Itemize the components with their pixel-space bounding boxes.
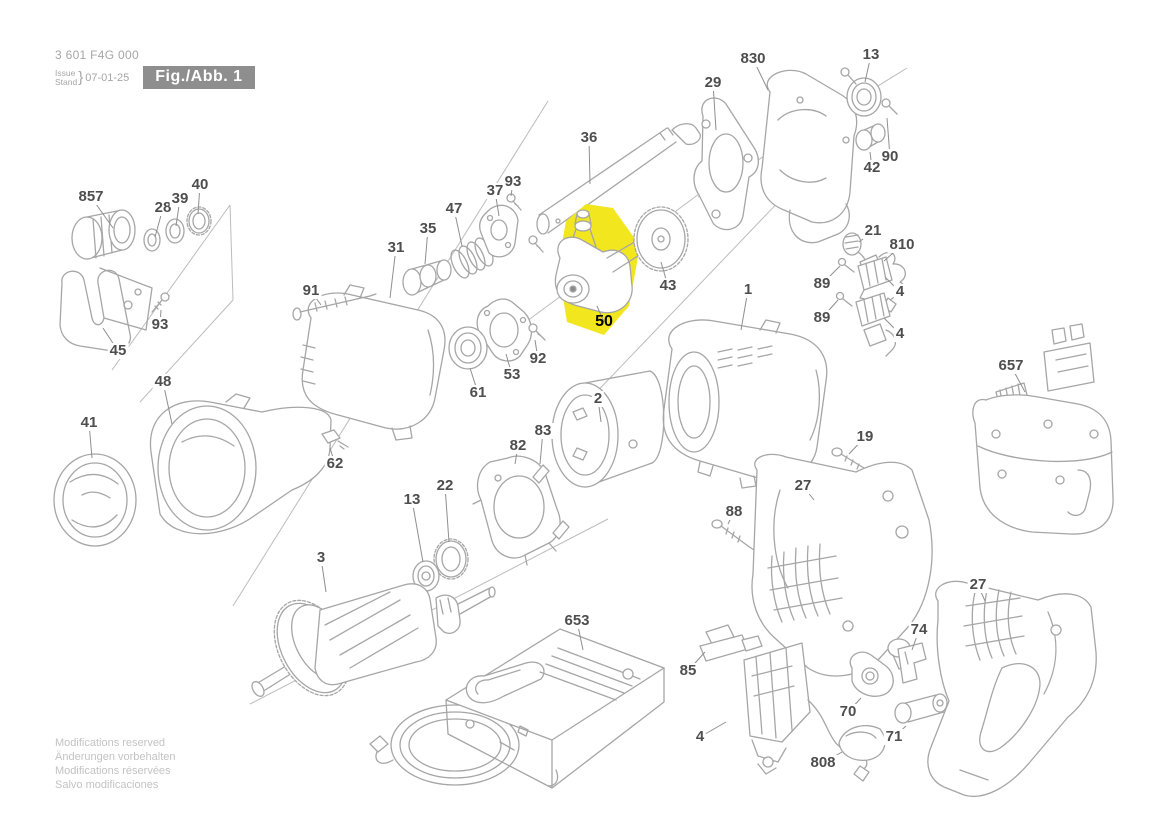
part-39-ring [165, 218, 185, 244]
part-27-housing-left [751, 453, 933, 677]
part-70-clamp [849, 651, 894, 697]
part-31-gear-housing [300, 284, 446, 441]
part-13-bearing-b [412, 560, 440, 592]
header: 3 601 F4G 000 Issue Stand } 07-01-25 Fig… [55, 48, 255, 89]
part-830-housing [760, 69, 858, 244]
part-29-gasket [693, 97, 759, 231]
part-45-bracket [59, 267, 153, 352]
part-22-ring [433, 538, 469, 580]
part-27-housing-right [927, 580, 1097, 797]
part-43-gear [633, 206, 689, 272]
part-28-washer [143, 228, 161, 252]
stand-label: Stand [55, 76, 78, 87]
figure-badge: Fig./Abb. 1 [143, 66, 255, 89]
part-13-bearing-a [846, 77, 882, 117]
part-35-piston [402, 259, 452, 296]
part-4-switch [743, 642, 870, 782]
part-40-nut [186, 206, 212, 236]
part-88-screw [711, 519, 755, 551]
part-71-link [894, 693, 948, 724]
part-61-bearing [448, 326, 488, 370]
issue-brace: } [78, 69, 84, 86]
part-4-holder-b [855, 292, 897, 357]
part-653-charger [369, 628, 665, 789]
part-808-cover [838, 725, 886, 761]
issue-label: Issue [55, 67, 76, 78]
notice-line-en: Modifications reserved [55, 737, 166, 749]
part-1-motor-housing [662, 319, 828, 489]
issue-stand-labels: Issue Stand [55, 67, 78, 87]
part-53-flange [476, 298, 533, 362]
part-83-pins [532, 464, 570, 540]
part-85-lever [699, 624, 763, 662]
notice-line-es: Salvo modificaciones [55, 779, 159, 791]
part-36-shaft [536, 123, 701, 235]
part-42-sleeve [855, 123, 886, 151]
part-37-plate [479, 204, 519, 258]
part-74-block [897, 642, 927, 684]
notice-line-de: Änderungen vorbehalten [55, 751, 176, 763]
part-3-armature [251, 583, 496, 697]
part-93-screw-a [151, 292, 170, 313]
part-4-holder-a [857, 256, 893, 301]
part-62-bolt [321, 429, 349, 450]
part-48-nose-housing [149, 393, 332, 535]
part-657-battery [972, 323, 1114, 535]
modification-notice: Modifications reserved Änderungen vorbeh… [55, 736, 175, 792]
part-21-cap [842, 232, 867, 267]
model-number: 3 601 F4G 000 [55, 48, 139, 62]
part-89-screw-a [837, 257, 855, 273]
part-2-stator [551, 370, 665, 488]
part-92-screw [528, 323, 546, 341]
part-41-cap [53, 453, 137, 547]
part-91-screw [292, 293, 377, 321]
part-89-screw-b [835, 291, 853, 307]
notice-line-fr: Modifications réservées [55, 765, 171, 777]
issue-date: 07-01-25 [85, 71, 130, 84]
part-19-screw [831, 447, 865, 470]
part-857-knob [71, 209, 136, 260]
part-90-screws [840, 67, 898, 115]
